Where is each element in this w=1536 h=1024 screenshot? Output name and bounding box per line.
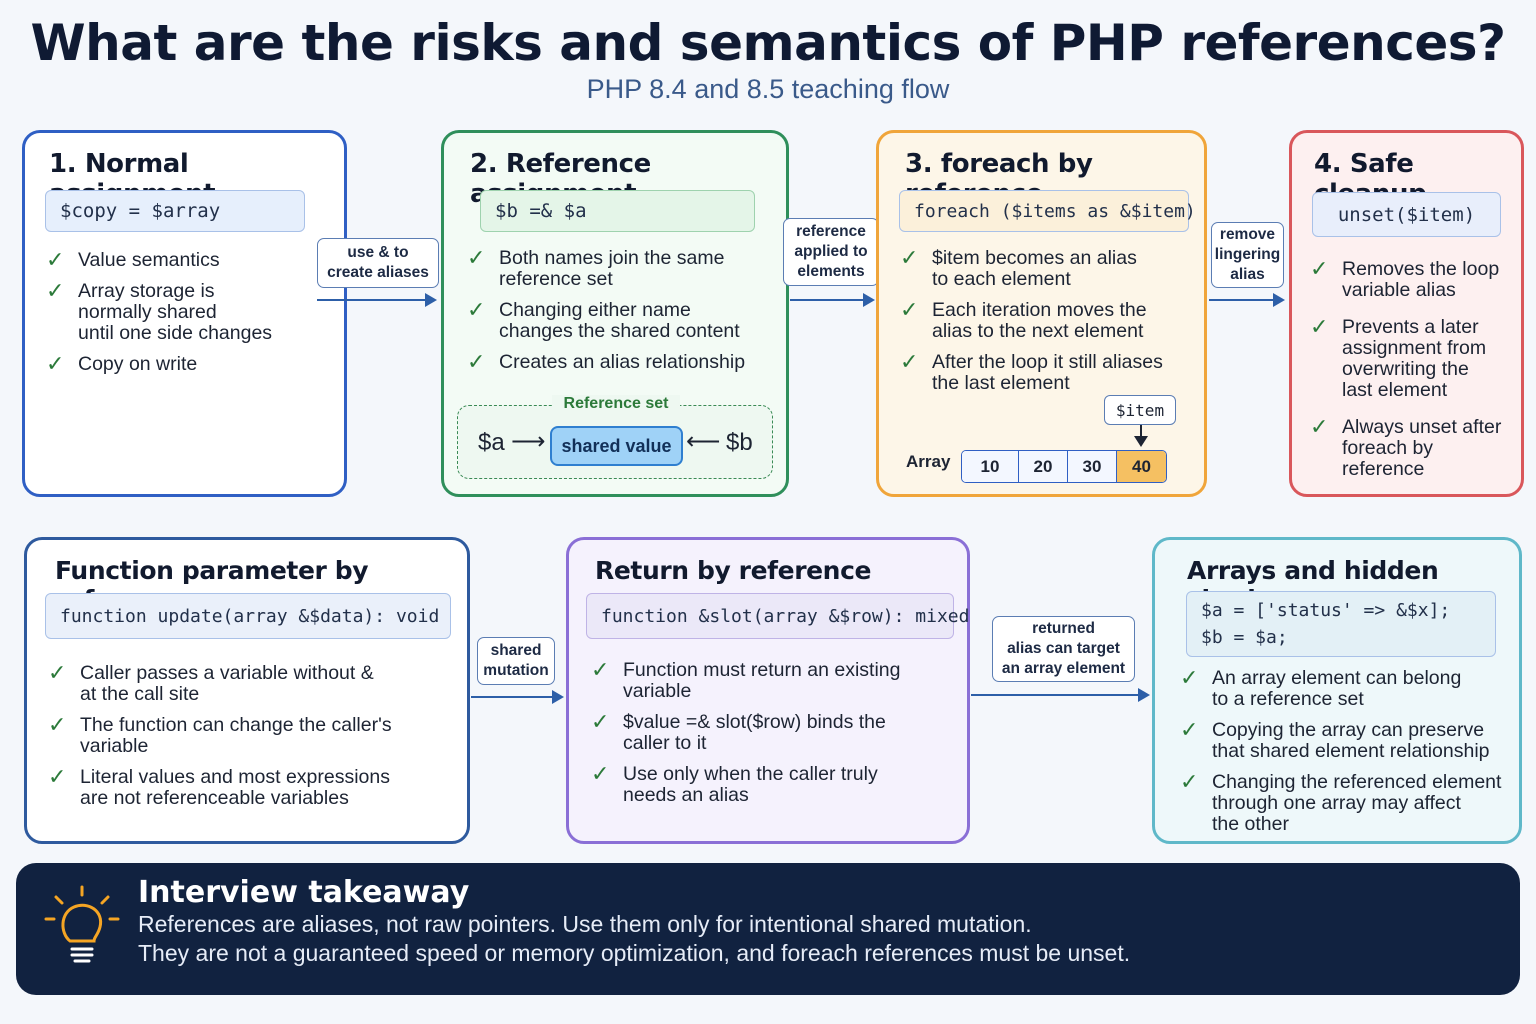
interview-takeaway-banner: Interview takeaway References are aliase… — [16, 863, 1520, 995]
list-item: ✓Array storage is normally shared until … — [46, 278, 273, 344]
list-item: ✓Both names join the same reference set — [467, 245, 725, 290]
arrow-label-returned-alias: returned alias can target an array eleme… — [992, 616, 1135, 682]
list-item: ✓An array element can belong to a refere… — [1180, 665, 1462, 710]
list-item: ✓The function can change the caller's va… — [48, 712, 392, 757]
array-cell: 10 — [962, 451, 1019, 482]
list-item: ✓Copy on write — [46, 351, 198, 376]
check-icon: ✓ — [900, 349, 919, 374]
array-cell: 30 — [1068, 451, 1117, 482]
var-b: $b — [726, 429, 753, 456]
arrow-5 — [971, 688, 1150, 702]
code-snippet: foreach ($items as &$item) — [899, 190, 1196, 232]
check-icon: ✓ — [1310, 256, 1329, 281]
item-pointer-label: $item — [1104, 395, 1176, 425]
list-item: ✓Prevents a later assignment from overwr… — [1310, 314, 1487, 401]
reference-set-box — [457, 405, 773, 479]
code-snippet: $copy = $array — [45, 190, 305, 232]
arrow-3 — [1209, 293, 1285, 307]
check-icon: ✓ — [1180, 665, 1199, 690]
code-snippet: function update(array &$data): void — [45, 593, 451, 639]
array-cell-highlight: 40 — [1117, 451, 1166, 482]
array-cell: 20 — [1019, 451, 1068, 482]
list-item: ✓Each iteration moves the alias to the n… — [900, 297, 1147, 342]
list-item: ✓Always unset after foreach by reference — [1310, 414, 1502, 480]
takeaway-line-2: They are not a guaranteed speed or memor… — [138, 940, 1131, 966]
shared-value-box: shared value — [550, 426, 683, 466]
list-item: ✓Removes the loop variable alias — [1310, 256, 1500, 301]
card-return-reference: Return by reference — [566, 537, 970, 844]
arrow-label-remove-alias: remove lingering alias — [1211, 222, 1284, 288]
arrow-label-ref-elements: reference applied to elements — [783, 218, 879, 286]
card-title: Return by reference — [595, 556, 872, 585]
check-icon: ✓ — [900, 245, 919, 270]
card-param-list: ✓Caller passes a variable without & at t… — [48, 660, 458, 819]
arrow-left-icon: ⟵ — [686, 428, 721, 455]
code-snippet: function &slot(array &$row): mixed — [586, 593, 969, 639]
check-icon: ✓ — [900, 297, 919, 322]
card-return-list: ✓Function must return an existing variab… — [591, 657, 961, 816]
code-snippet: unset($item) — [1312, 192, 1501, 237]
arrow-down-icon — [1134, 436, 1148, 447]
var-a: $a — [478, 429, 505, 456]
check-icon: ✓ — [467, 297, 486, 322]
card-foreach-list: ✓$item becomes an alias to each element … — [900, 245, 1200, 404]
arrow-2 — [790, 293, 875, 307]
check-icon: ✓ — [591, 657, 610, 682]
check-icon: ✓ — [591, 709, 610, 734]
check-icon: ✓ — [46, 247, 65, 272]
arrow-right-icon: ⟶ — [511, 428, 546, 455]
reference-set-label: Reference set — [552, 395, 680, 413]
array-label: Array — [906, 452, 951, 471]
check-icon: ✓ — [46, 278, 65, 303]
code-snippet: $a = ['status' => &$x]; $b = $a; — [1186, 591, 1496, 657]
card-arrays-hidden-sharing: Arrays and hidden sharing — [1152, 537, 1522, 844]
lightbulb-icon — [44, 885, 120, 963]
list-item: ✓Use only when the caller truly needs an… — [591, 761, 878, 806]
card-function-parameter: Function parameter by reference — [24, 537, 470, 844]
list-item: ✓Changing the referenced element through… — [1180, 769, 1502, 835]
check-icon: ✓ — [1310, 314, 1329, 339]
takeaway-line-1: References are aliases, not raw pointers… — [138, 911, 1032, 937]
list-item: ✓Literal values and most expressions are… — [48, 764, 390, 809]
list-item: ✓After the loop it still aliases the las… — [900, 349, 1163, 394]
page-title: What are the risks and semantics of PHP … — [30, 14, 1506, 72]
card-reference-list: ✓Both names join the same reference set … — [467, 245, 777, 383]
arrow-label-use-ref: use & to create aliases — [317, 238, 439, 288]
check-icon: ✓ — [46, 351, 65, 376]
list-item: ✓Copying the array can preserve that sha… — [1180, 717, 1490, 762]
pointer-line — [1140, 425, 1142, 445]
card-normal-list: ✓Value semantics ✓Array storage is norma… — [46, 247, 336, 385]
list-item: ✓Changing either name changes the shared… — [467, 297, 740, 342]
arrow-label-shared-mutation: shared mutation — [477, 637, 555, 685]
check-icon: ✓ — [1310, 414, 1329, 439]
check-icon: ✓ — [591, 761, 610, 786]
takeaway-heading: Interview takeaway — [138, 875, 470, 910]
list-item: ✓Function must return an existing variab… — [591, 657, 901, 702]
list-item: ✓Creates an alias relationship — [467, 349, 746, 374]
list-item: ✓$item becomes an alias to each element — [900, 245, 1137, 290]
list-item: ✓Caller passes a variable without & at t… — [48, 660, 374, 705]
check-icon: ✓ — [467, 349, 486, 374]
arrow-4 — [471, 690, 564, 704]
check-icon: ✓ — [1180, 717, 1199, 742]
card-cleanup-list: ✓Removes the loop variable alias ✓Preven… — [1310, 256, 1520, 490]
card-arrays-list: ✓An array element can belong to a refere… — [1180, 665, 1515, 845]
list-item: ✓Value semantics — [46, 247, 220, 272]
code-snippet: $b =& $a — [480, 190, 755, 232]
array-cells: 10 20 30 40 — [961, 450, 1167, 483]
check-icon: ✓ — [48, 764, 67, 789]
check-icon: ✓ — [467, 245, 486, 270]
list-item: ✓$value =& slot($row) binds the caller t… — [591, 709, 886, 754]
check-icon: ✓ — [48, 712, 67, 737]
page-subtitle: PHP 8.4 and 8.5 teaching flow — [586, 74, 950, 104]
check-icon: ✓ — [1180, 769, 1199, 794]
check-icon: ✓ — [48, 660, 67, 685]
arrow-1 — [317, 293, 437, 307]
